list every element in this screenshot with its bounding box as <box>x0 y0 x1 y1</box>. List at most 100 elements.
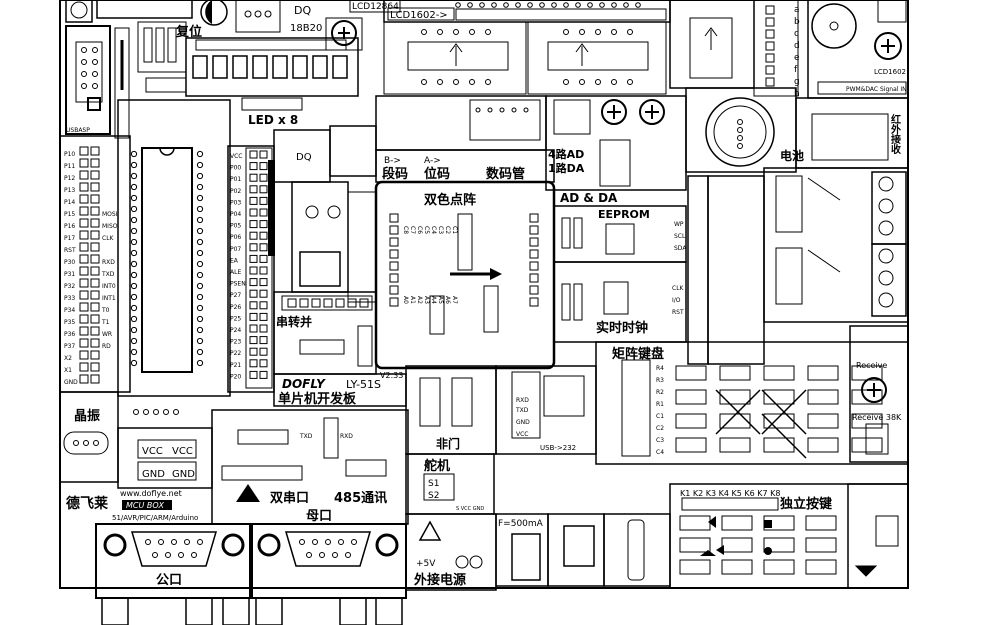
rtc-clk: CLK <box>672 285 685 292</box>
header-pin <box>259 312 268 321</box>
p0-pin-label: P04 <box>230 211 241 218</box>
buzzer-lcd-pot: LCD1602 PWM&DAC Signal IN <box>807 0 909 99</box>
matrix-col-label: C1 <box>451 226 458 234</box>
header-pin <box>259 278 268 287</box>
male-port-label: 公口 <box>156 573 182 588</box>
socket-pin <box>130 359 138 367</box>
p1-1: P11 <box>64 163 75 170</box>
socket-pin <box>196 315 204 323</box>
crystal-label: 晶振 <box>74 408 100 424</box>
independent-key <box>805 515 837 531</box>
segment-bit-code: B-> A-> 段码 位码 数码管 <box>375 149 555 183</box>
receive-38k-section: Receive Receive 38K <box>849 325 909 463</box>
p0-pin-label: P00 <box>230 165 241 172</box>
p0-pin-label: P23 <box>230 339 241 346</box>
header-pin <box>249 359 258 368</box>
socket-pin <box>196 216 204 224</box>
version-label: V2.33 <box>380 371 403 380</box>
header-pin <box>259 266 268 275</box>
matrix-pin <box>389 273 399 283</box>
matrix-key <box>807 389 839 405</box>
p1-rst: RST <box>64 247 76 254</box>
matrix-key <box>675 437 707 453</box>
eeprom-label: EEPROM <box>598 208 650 221</box>
reset-section: 复位 <box>65 0 202 93</box>
header-pin <box>90 290 100 300</box>
matrix-row-label: A4 <box>430 296 437 304</box>
led-x8-label: LED x 8 <box>248 113 298 127</box>
header-pin <box>90 374 100 384</box>
bottom-right <box>847 483 909 589</box>
header-pin <box>90 338 100 348</box>
female-port-label: 母口 <box>306 509 332 524</box>
matrix-pin <box>529 273 539 283</box>
brand-section: 德飞莱 www.doflye.net MCU BOX 51/AVR/PIC/AR… <box>66 489 198 522</box>
matrix-row-label: A2 <box>416 296 423 304</box>
lcd12864-label: LCD12864 <box>352 2 399 12</box>
header-pin <box>259 324 268 333</box>
independent-key <box>763 559 795 575</box>
socket-pin <box>130 172 138 180</box>
matrix-pin <box>389 237 399 247</box>
a-arrow-label: A-> <box>424 156 441 166</box>
p0-pin-label: P20 <box>230 373 241 380</box>
header-pin <box>90 266 100 276</box>
header-pin <box>90 326 100 336</box>
p0-pin-label: VCC <box>230 153 242 160</box>
spi-miso: MISO <box>102 223 118 230</box>
matrix-c1: C1 <box>656 413 664 420</box>
p0-pin-label: P07 <box>230 246 241 253</box>
header-pin <box>79 302 89 312</box>
matrix-r2: R2 <box>656 389 664 396</box>
gnd-label-2: GND <box>172 469 195 480</box>
header-pin <box>79 170 89 180</box>
p3fn-t0: T0 <box>101 307 110 314</box>
p1-4: P14 <box>64 199 75 206</box>
socket-pin <box>130 238 138 246</box>
matrix-col-label: C3 <box>437 226 444 234</box>
eeprom-sda: SDA <box>674 245 687 252</box>
socket-pin <box>130 161 138 169</box>
infrared-section: 红外接收 <box>795 97 909 169</box>
matrix-key <box>719 389 751 405</box>
matrix-key <box>763 389 795 405</box>
header-pin <box>249 336 258 345</box>
matrix-col-label: C5 <box>423 226 430 234</box>
matrix-col-label: C2 <box>444 226 451 234</box>
segment-code-label: 段码 <box>382 166 408 182</box>
matrix-pin <box>389 297 399 307</box>
socket-pin <box>196 326 204 334</box>
header-pin <box>79 314 89 324</box>
eeprom-scl: SCL <box>674 233 686 240</box>
digit-tube-label: 数码管 <box>486 166 525 182</box>
dofly-brand: DOFLY <box>282 377 326 391</box>
matrix-row-label: A1 <box>409 296 416 304</box>
p3-2: P32 <box>64 283 75 290</box>
p3-5: P35 <box>64 319 75 326</box>
p3-3: P33 <box>64 295 75 302</box>
socket-pin <box>130 183 138 191</box>
header-pin <box>90 218 100 228</box>
header-pin <box>79 326 89 336</box>
p0-pin-label: ALE <box>230 269 241 276</box>
ly51s-label: LY-51S <box>346 378 381 391</box>
vcc-label-2: VCC <box>172 446 193 457</box>
socket-pin <box>196 304 204 312</box>
header-pin <box>259 220 268 229</box>
matrix-pin <box>529 249 539 259</box>
socket-pin <box>196 293 204 301</box>
key-matrix-label: 矩阵键盘 <box>611 346 664 362</box>
header-pin <box>259 336 268 345</box>
matrix-c2: C2 <box>656 425 664 432</box>
socket-pin <box>130 194 138 202</box>
independent-key <box>805 537 837 553</box>
p0-pin-label: P06 <box>230 234 241 241</box>
header-pin <box>79 146 89 156</box>
p3fn-int0: INT0 <box>102 283 116 290</box>
header-pin <box>249 289 258 298</box>
ext-power-label: 外接电源 <box>413 572 466 588</box>
matrix-row-label: A0 <box>402 296 409 304</box>
external-power: +5V 外接电源 F=500mA <box>405 513 671 591</box>
matrix-key <box>675 413 707 429</box>
